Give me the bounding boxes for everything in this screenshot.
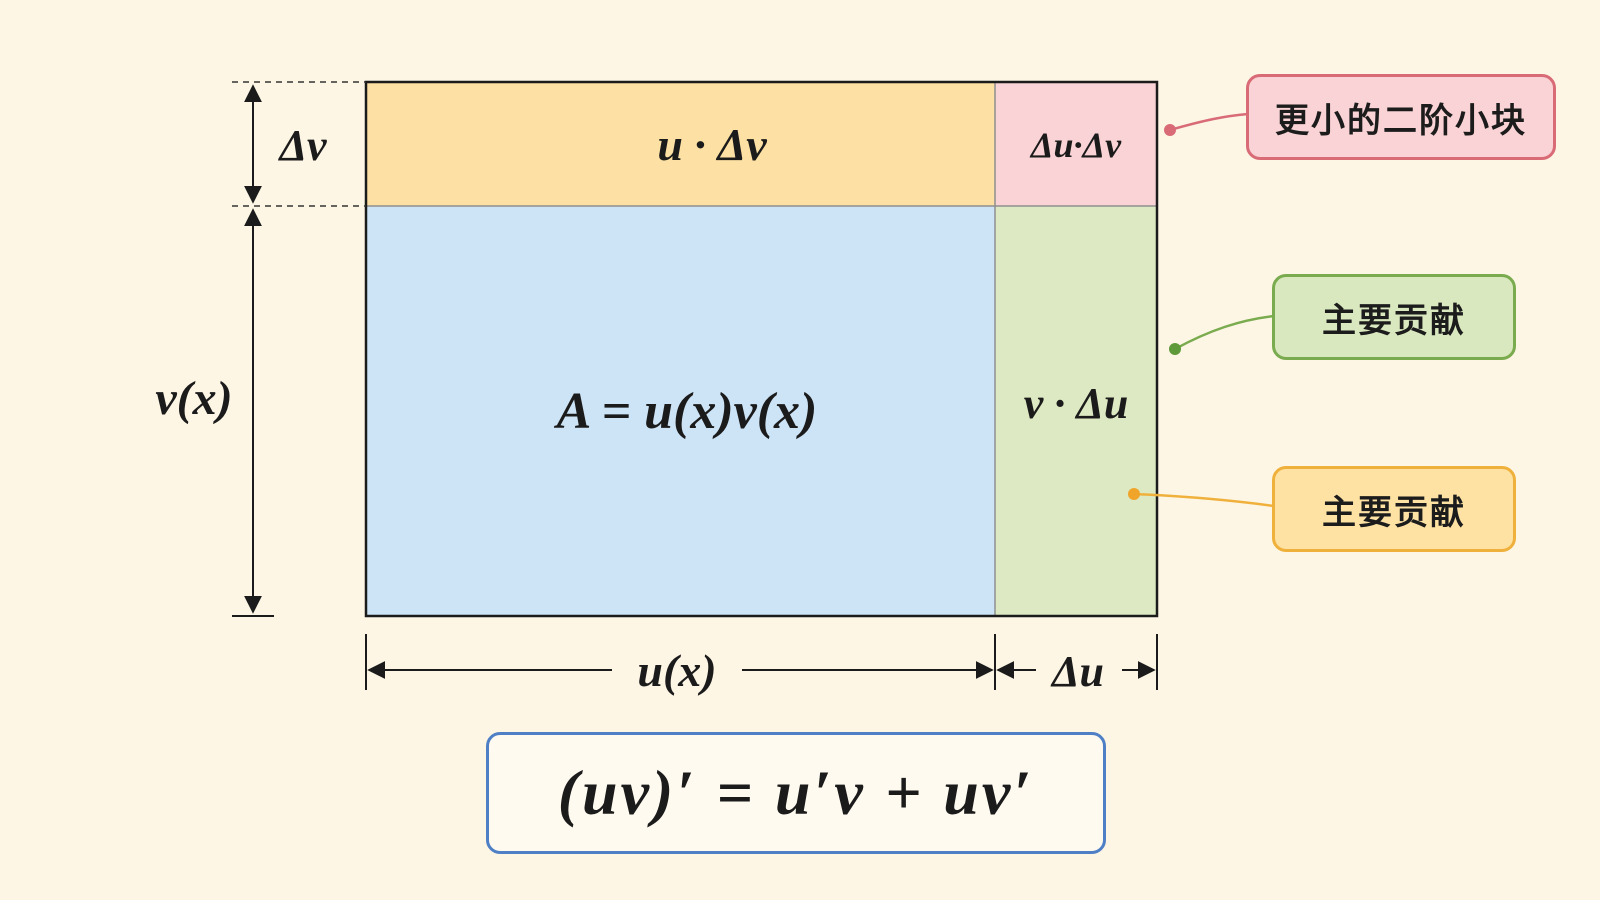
callout-main-contribution-green: 主要贡献: [1272, 274, 1516, 360]
right-strip-label: v · Δu: [1024, 379, 1129, 428]
corner-region: [995, 82, 1157, 206]
delta-u-label: Δu: [1050, 647, 1104, 696]
outer-rectangle: [364, 80, 1159, 618]
connector-main-orange: [1133, 492, 1275, 508]
corner-label: Δu·Δv: [1029, 125, 1122, 165]
callout-main-contribution-orange: 主要贡献: [1272, 466, 1516, 552]
connector-main-green: [1174, 314, 1275, 351]
product-rule-formula: (uv)′ = u′v + uv′: [486, 732, 1106, 854]
delta-v-label: Δv: [277, 121, 327, 170]
main-area-label: A = u(x)v(x): [554, 383, 818, 440]
callout-second-order: 更小的二阶小块: [1246, 74, 1556, 160]
u-x-label: u(x): [637, 645, 716, 696]
top-strip-label: u · Δv: [657, 119, 767, 170]
v-x-label: v(x): [155, 372, 232, 425]
connector-dot-main-green: [1169, 343, 1181, 355]
connector-dot-main-orange: [1128, 488, 1140, 500]
top-strip-region: [366, 82, 995, 206]
connector-dot-second-order: [1164, 124, 1176, 136]
main-area-region: [366, 206, 995, 616]
connector-second-order: [1169, 112, 1249, 132]
right-strip-region: [995, 206, 1157, 616]
